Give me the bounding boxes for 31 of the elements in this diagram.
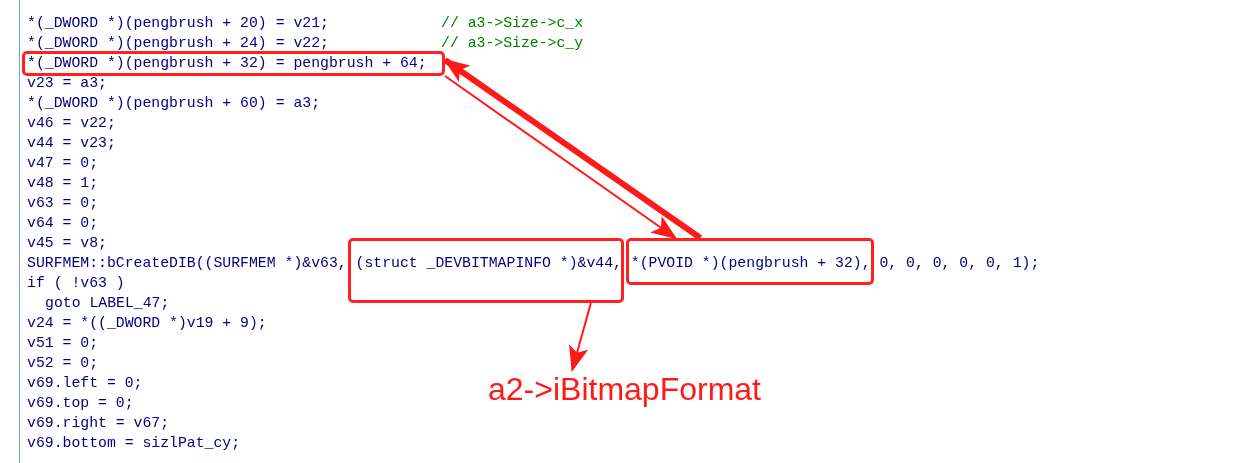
code-line: *(_DWORD *)(pengbrush + 60) = a3; [27,94,321,113]
code-line: *(_DWORD *)(pengbrush + 20) = v21; [27,14,329,33]
code-line: goto LABEL_47; [45,294,170,313]
arrow [443,57,703,241]
code-line: v24 = *((_DWORD *)v19 + 9); [27,314,267,333]
code-line: v46 = v22; [27,114,116,133]
highlight-box [22,51,445,76]
arrow [444,75,678,240]
code-line: v23 = a3; [27,74,107,93]
code-line: v47 = 0; [27,154,99,173]
code-line: v69.right = v67; [27,414,170,433]
code-line: v44 = v23; [27,134,116,153]
code-line: *(_DWORD *)(pengbrush + 24) = v22; [27,34,329,53]
highlight-box [626,238,874,285]
highlight-box [348,238,624,303]
code-line: v69.left = 0; [27,374,143,393]
code-line: if ( !v63 ) [27,274,125,293]
code-line: v51 = 0; [27,334,99,353]
code-line: *(_DWORD *)(pengbrush + 32) = pengbrush + 64; [27,54,427,73]
code-line: v69.top = 0; [27,394,134,413]
code-line: v48 = 1; [27,174,99,193]
code-line: v64 = 0; [27,214,99,233]
code-line: v45 = v8; [27,234,107,253]
code-line: SURFMEM::bCreateDIB((SURFMEM *)&v63, (struct _DEVBITMAPINFO *)&v44, *(PVOID *)(pengbrush + 32), 0, 0, 0, 0, 0, 1); [27,254,1040,273]
code-line: v63 = 0; [27,194,99,213]
code-line: v69.bottom = sizlPat_cy; [27,434,241,453]
code-comment: // a3->Size->c_x [441,14,584,33]
arrow [569,302,592,372]
code-comment: // a3->Size->c_y [441,34,584,53]
annotation-text: a2->iBitmapFormat [488,370,800,408]
code-line: v52 = 0; [27,354,99,373]
